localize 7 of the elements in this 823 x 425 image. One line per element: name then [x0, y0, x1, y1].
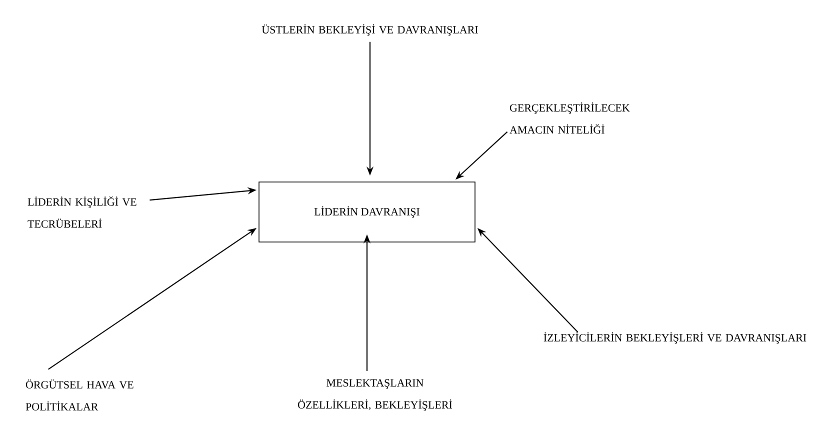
factor-label: ÖRGÜTSEL HAVA VE POLİTİKALAR: [26, 379, 134, 410]
factor-label: İZLEYİCİLERİN BEKLEYİŞLERİ VE DAVRANIŞLARI: [544, 332, 806, 344]
factor-label: MESLEKTAŞLARIN ÖZELLİKLERİ, BEKLEYİŞLERİ: [298, 379, 452, 411]
process-box: LİDERİN DAVRANIŞI: [258, 182, 476, 242]
factor-label: GERÇEKLEŞTİRİLECEK AMACIN NİTELİĞİ: [510, 102, 630, 134]
factor-label: ÜSTLERİN BEKLEYİŞİ VE DAVRANIŞLARI: [262, 24, 478, 36]
factor-label: LİDERİN KİŞİLİĞİ VE TECRÜBELERİ: [28, 196, 136, 228]
